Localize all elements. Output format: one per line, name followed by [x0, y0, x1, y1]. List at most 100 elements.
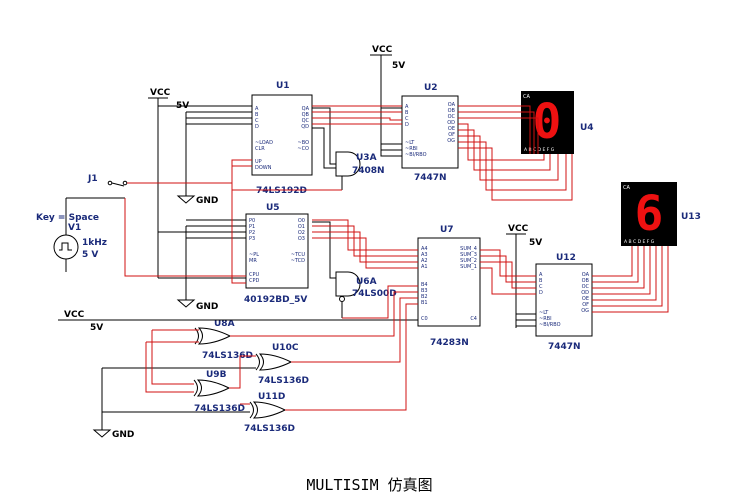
svg-text:U9B: U9B: [206, 370, 227, 380]
svg-text:5 V: 5 V: [82, 250, 98, 260]
clock-source-v1: Key = Space V1 1kHz 5 V: [36, 197, 125, 272]
svg-text:U3A: U3A: [356, 153, 377, 163]
gate-u11d: U11D 74LS136D: [244, 392, 295, 434]
svg-text:5V: 5V: [529, 238, 542, 248]
svg-text:A2: A2: [421, 258, 428, 264]
svg-text:SUM_2: SUM_2: [460, 258, 477, 264]
svg-text:U11D: U11D: [258, 392, 285, 402]
svg-text:D: D: [539, 290, 543, 296]
svg-text:J1: J1: [87, 174, 98, 184]
gate-u3a: U3A 7408N: [335, 151, 385, 190]
gate-u8a: U8A 74LS136D: [194, 319, 253, 361]
chip-u5: U5 P0 P1 P2 P3 ~PL MR CPU CPD O0 O1 O2 O…: [244, 203, 309, 305]
svg-text:~TCD: ~TCD: [291, 258, 305, 264]
svg-text:OC: OC: [448, 114, 456, 120]
svg-text:U7: U7: [440, 225, 454, 235]
svg-text:CPD: CPD: [249, 278, 260, 284]
svg-text:CA: CA: [523, 94, 530, 100]
gate-u9b: U9B 74LS136D: [193, 370, 245, 414]
svg-text:Key = Space: Key = Space: [36, 213, 99, 223]
svg-text:P1: P1: [249, 224, 255, 230]
gate-u10c: U10C 74LS136D: [255, 343, 309, 386]
svg-text:C: C: [405, 116, 409, 122]
svg-text:U2: U2: [424, 83, 438, 93]
svg-text:P3: P3: [249, 236, 255, 242]
ground-symbol-2: GND: [176, 285, 218, 312]
svg-text:QA: QA: [302, 106, 310, 112]
svg-text:U13: U13: [681, 212, 701, 222]
gate-u6a: U6A 74LS00D: [335, 271, 397, 318]
svg-text:QD: QD: [301, 124, 309, 130]
svg-text:A: A: [255, 106, 259, 112]
svg-text:~RBI: ~RBI: [539, 316, 552, 322]
svg-text:O1: O1: [298, 224, 305, 230]
svg-text:B3: B3: [421, 288, 428, 294]
ground-symbol-1: GND: [176, 180, 218, 206]
svg-text:~PL: ~PL: [249, 252, 259, 258]
svg-text:OD: OD: [447, 120, 455, 126]
svg-text:B1: B1: [421, 300, 428, 306]
wires: [90, 75, 669, 416]
svg-text:SUM_4: SUM_4: [460, 246, 477, 252]
svg-text:74LS00D: 74LS00D: [352, 289, 397, 299]
svg-text:OD: OD: [581, 290, 589, 296]
svg-text:P0: P0: [249, 218, 255, 224]
svg-text:B: B: [405, 110, 409, 116]
svg-text:7447N: 7447N: [414, 173, 447, 183]
svg-text:VCC: VCC: [64, 310, 85, 320]
svg-text:OG: OG: [581, 308, 589, 314]
svg-text:~BI/RBO: ~BI/RBO: [539, 322, 561, 328]
svg-text:UP: UP: [255, 159, 262, 165]
svg-text:U1: U1: [276, 81, 290, 91]
svg-text:D: D: [405, 122, 409, 128]
svg-text:B: B: [255, 112, 259, 118]
svg-text:OE: OE: [582, 296, 589, 302]
svg-text:74LS136D: 74LS136D: [244, 424, 295, 434]
svg-text:74LS192D: 74LS192D: [256, 186, 307, 196]
svg-text:C: C: [539, 284, 543, 290]
svg-text:~BO: ~BO: [298, 140, 310, 146]
svg-text:6: 6: [635, 186, 664, 242]
svg-text:7447N: 7447N: [548, 342, 581, 352]
svg-text:7408N: 7408N: [352, 166, 385, 176]
svg-text:74LS136D: 74LS136D: [194, 404, 245, 414]
svg-text:OA: OA: [582, 272, 590, 278]
svg-text:OG: OG: [447, 138, 455, 144]
ground-symbol-3: GND: [92, 416, 134, 440]
svg-text:DOWN: DOWN: [255, 165, 272, 171]
svg-text:SUM_3: SUM_3: [460, 252, 477, 258]
svg-text:VCC: VCC: [150, 88, 171, 98]
svg-text:VCC: VCC: [372, 45, 393, 55]
svg-text:CA: CA: [623, 185, 630, 191]
svg-text:U5: U5: [266, 203, 280, 213]
svg-text:5V: 5V: [392, 61, 405, 71]
svg-text:74LS136D: 74LS136D: [202, 351, 253, 361]
svg-text:B2: B2: [421, 294, 428, 300]
svg-text:MR: MR: [249, 258, 257, 264]
svg-text:GND: GND: [196, 302, 218, 312]
chip-u2: U2 A B C D ~LT ~RBI ~BI/RBO OA OB OC OD …: [401, 83, 459, 183]
svg-text:U8A: U8A: [214, 319, 235, 329]
display-u4: CA 0 A B C D E F G U4: [521, 91, 594, 154]
connector-j1: J1: [87, 174, 232, 187]
svg-text:0: 0: [533, 94, 562, 150]
chip-u7: U7 A4 A3 A2 A1 B4 B3 B2 B1 C0 SUM_4 SUM_…: [417, 225, 481, 348]
svg-text:~CO: ~CO: [297, 146, 309, 152]
svg-text:C0: C0: [421, 316, 428, 322]
svg-text:U4: U4: [580, 123, 594, 133]
chip-u12: U12 A B C D ~LT ~RBI ~BI/RBO OA OB OC OD…: [535, 253, 593, 352]
svg-text:A B C D E F G: A B C D E F G: [624, 239, 655, 245]
svg-text:P2: P2: [249, 230, 255, 236]
svg-text:C: C: [255, 118, 259, 124]
svg-text:B4: B4: [421, 282, 428, 288]
svg-text:A: A: [539, 272, 543, 278]
svg-text:A: A: [405, 104, 409, 110]
svg-text:5V: 5V: [90, 323, 103, 333]
svg-text:GND: GND: [196, 196, 218, 206]
svg-text:U6A: U6A: [356, 277, 377, 287]
svg-text:~LOAD: ~LOAD: [255, 140, 273, 146]
svg-text:A1: A1: [421, 264, 428, 270]
vcc-symbol-top: VCC 5V: [370, 45, 405, 75]
chip-u1: U1 A B C D ~LOAD CLR UP DOWN QA QB QC QD…: [251, 81, 313, 196]
